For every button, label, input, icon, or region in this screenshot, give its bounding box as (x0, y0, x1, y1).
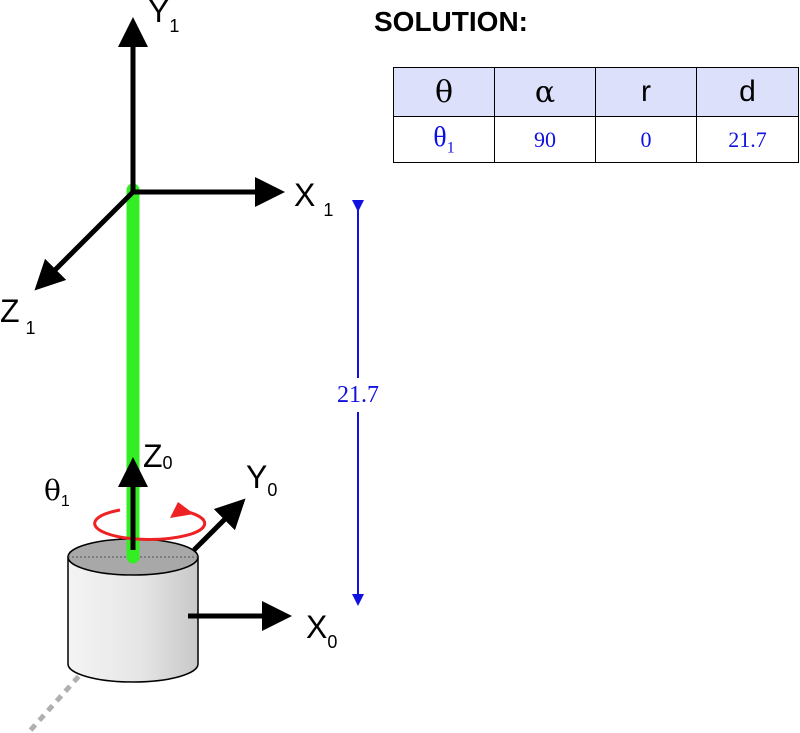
header-d: d (696, 67, 799, 117)
solution-title: SOLUTION: (374, 6, 528, 37)
dimension-label: 21.7 (337, 382, 379, 408)
base-dashed-axis (26, 626, 124, 733)
header-r: r (595, 67, 697, 117)
table-row: θ1 90 0 21.7 (393, 116, 799, 163)
header-alpha: α (494, 67, 596, 117)
table-header-row: θ α r d (393, 67, 799, 117)
cell-r: 0 (595, 116, 697, 163)
header-theta: θ (393, 67, 495, 117)
cell-alpha: 90 (494, 116, 596, 163)
base-cylinder (67, 538, 199, 683)
cell-theta: θ1 (393, 116, 495, 163)
z0-label: Z0 (143, 438, 173, 474)
z1-axis-arrow (34, 190, 135, 291)
y0-axis-arrow (192, 498, 246, 552)
cell-d: 21.7 (696, 116, 799, 163)
rotation-arrow (93, 502, 207, 541)
dh-parameter-table: θ α r d θ1 90 0 21.7 (393, 67, 799, 163)
x0-label: X0 (306, 609, 337, 652)
joint-angle-label: θ1 (44, 474, 70, 510)
y0-label: Y0 (246, 459, 277, 500)
y1-label: Y1 (148, 0, 179, 36)
